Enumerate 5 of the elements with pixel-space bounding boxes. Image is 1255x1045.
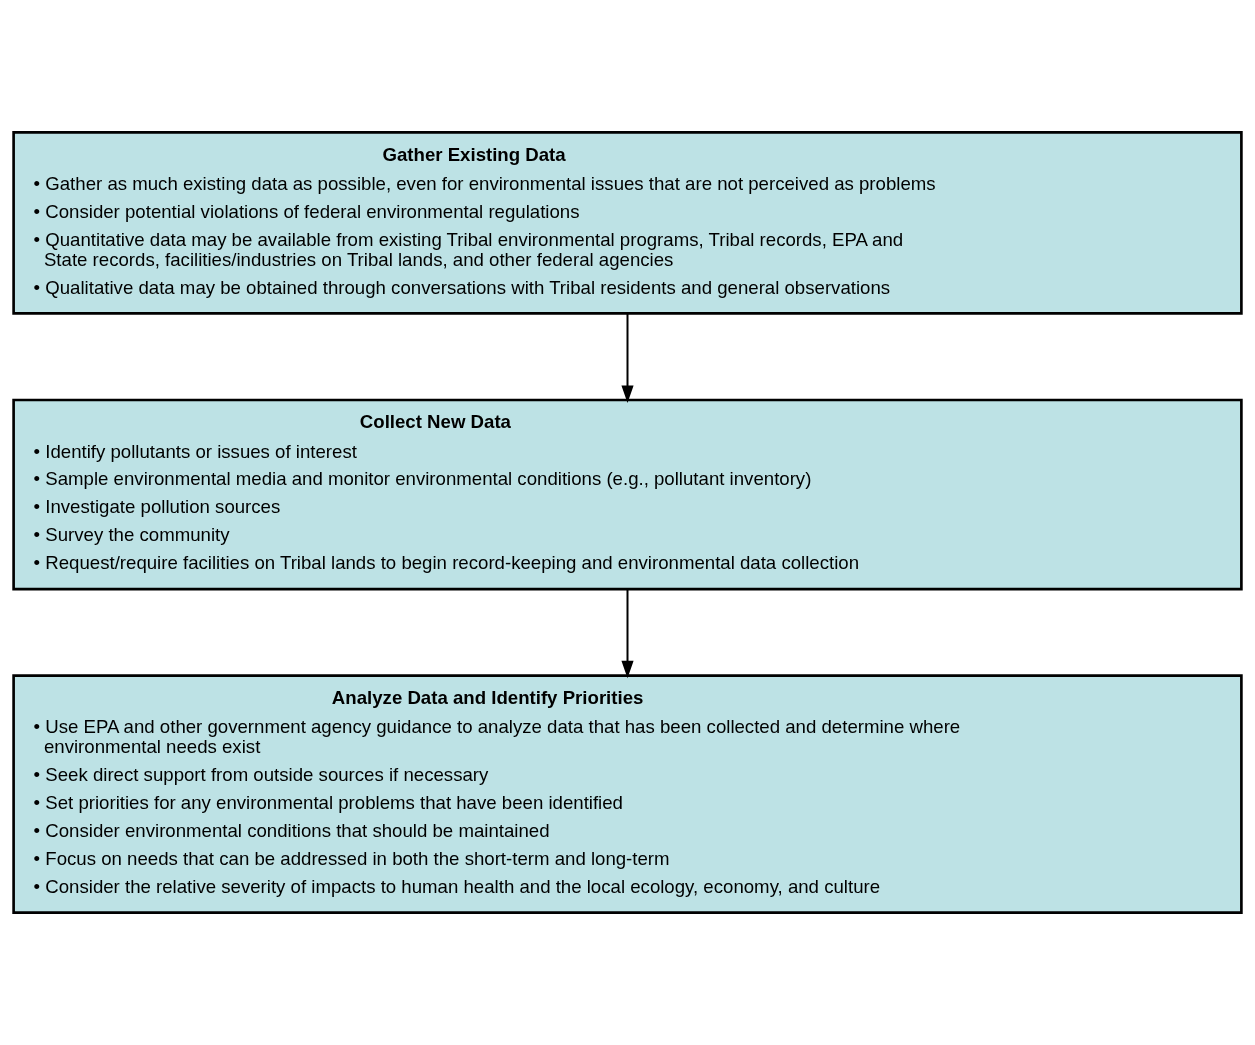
node-box: Gather Existing Data • Gather as much existing data as possible, even for environmental issues that are not perceived as problems • Consider potential violations of federal environmental regulations • Quantitative data may be available from existing Tribal environmental programs, Tribal records, EPA and State records, facilities/industries on Tribal lands, and other federal agencies • Qualitative data may be obtained through conversations with Tribal residents and general observations xyxy=(12,131,1243,315)
arrow xyxy=(621,312,634,403)
node-box: Collect New Data • Identify pollutants or issues of interest • Sample environmental media and monitor environmental conditions (e.g., pollutant inventory) • Investigate pollution sources • Survey the community • Request/require facilities on Tribal lands to begin record-keeping and environmental data collection xyxy=(12,398,1243,591)
arrow xyxy=(621,588,634,679)
node-box: Analyze Data and Identify Priorities • Use EPA and other government agency guidance to analyze data that has been collected and determine where environmental needs exist • Seek direct support from outside sources if necessary • Set priorities for any environmental problems that have been identified • Consider environmental conditions that should be maintained • Focus on needs that can be addressed in both the short-term and long-term • Consider the relative severity of impacts to human health and the local ecology, economy, and culture xyxy=(12,674,1243,914)
